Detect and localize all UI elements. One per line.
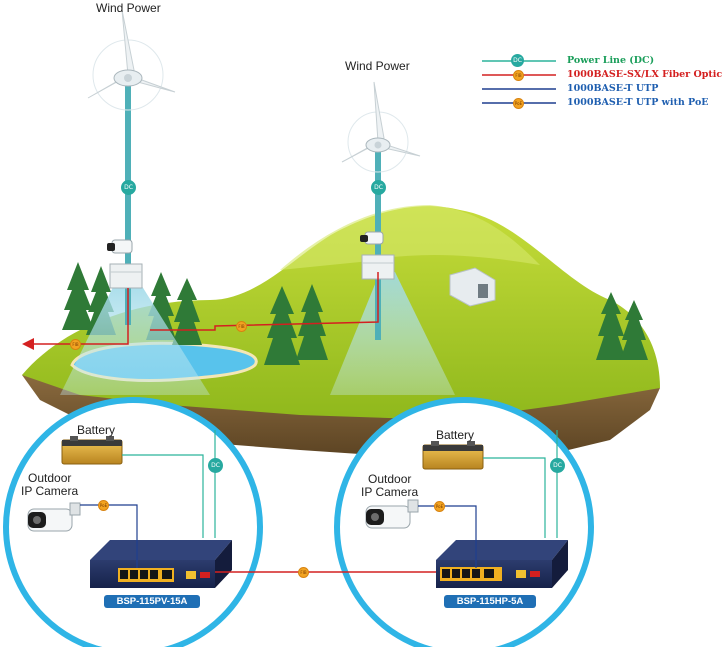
dc-badge-left-tower: DC xyxy=(121,180,136,195)
legend-power-line-dc: Power Line (DC) xyxy=(567,55,655,66)
legend-fiber-dot: FIB xyxy=(513,70,524,81)
hill-highlight xyxy=(280,205,540,270)
legend-poe-dot: PoE xyxy=(513,98,524,109)
camera-label-right-line1: Outdoor xyxy=(368,472,412,486)
camera-beam-right xyxy=(330,272,455,395)
legend-dc-dot: DC xyxy=(511,54,524,67)
tree xyxy=(264,286,300,365)
legend-utp-poe: 1000BASE-T UTP with PoE xyxy=(567,97,709,108)
pole-cabinet-left xyxy=(109,263,143,289)
fiber-dot-arrow: FIB xyxy=(70,339,81,350)
trees xyxy=(62,262,648,365)
camera-label-left-line2: IP Camera xyxy=(21,484,79,498)
tree xyxy=(596,292,626,360)
wind-turbine-left xyxy=(87,9,176,325)
dc-lines xyxy=(122,430,558,538)
network-diagram-canvas xyxy=(3,9,660,647)
switch-model-right: BSP-115HP-5A xyxy=(444,595,536,608)
tree xyxy=(62,262,94,330)
dc-badge-left-circle: DC xyxy=(208,458,223,473)
battery-right xyxy=(422,441,484,470)
fiber-dot-switch-link: FIB xyxy=(298,567,309,578)
wind-power-label-right: Wind Power xyxy=(345,59,410,73)
tree xyxy=(620,300,648,360)
battery-left xyxy=(61,436,123,465)
poe-dot-right: PoE xyxy=(434,501,445,512)
camera-beam-left xyxy=(60,283,210,395)
poe-dot-left: PoE xyxy=(98,500,109,511)
dc-badge-right-tower: DC xyxy=(371,180,386,195)
outdoor-camera-left xyxy=(27,502,81,532)
legend-lines xyxy=(482,60,556,104)
camera-label-right-line2: IP Camera xyxy=(361,485,419,499)
wind-power-label-left: Wind Power xyxy=(96,1,161,15)
tree xyxy=(172,278,202,345)
wind-turbine-right xyxy=(341,81,421,340)
legend-fiber-optic: 1000BASE-SX/LX Fiber Optic xyxy=(567,69,722,80)
fiber-dot-field: FIB xyxy=(236,321,247,332)
outdoor-camera-right xyxy=(365,499,419,529)
switch-left xyxy=(90,540,232,588)
legend-utp: 1000BASE-T UTP xyxy=(567,83,659,94)
switch-right xyxy=(436,540,568,588)
arrow-left-icon xyxy=(22,338,34,350)
field-fiber-link xyxy=(30,272,379,345)
battery-label-right: Battery xyxy=(436,428,475,442)
camera-label-left-line1: Outdoor xyxy=(28,471,72,485)
pole-camera-right xyxy=(360,231,384,245)
switch-model-left: BSP-115PV-15A xyxy=(104,595,200,608)
small-shelter xyxy=(449,267,496,307)
pole-camera-left xyxy=(107,239,133,254)
tree xyxy=(296,284,328,360)
battery-label-left: Battery xyxy=(77,423,116,437)
dc-badge-right-circle: DC xyxy=(550,458,565,473)
